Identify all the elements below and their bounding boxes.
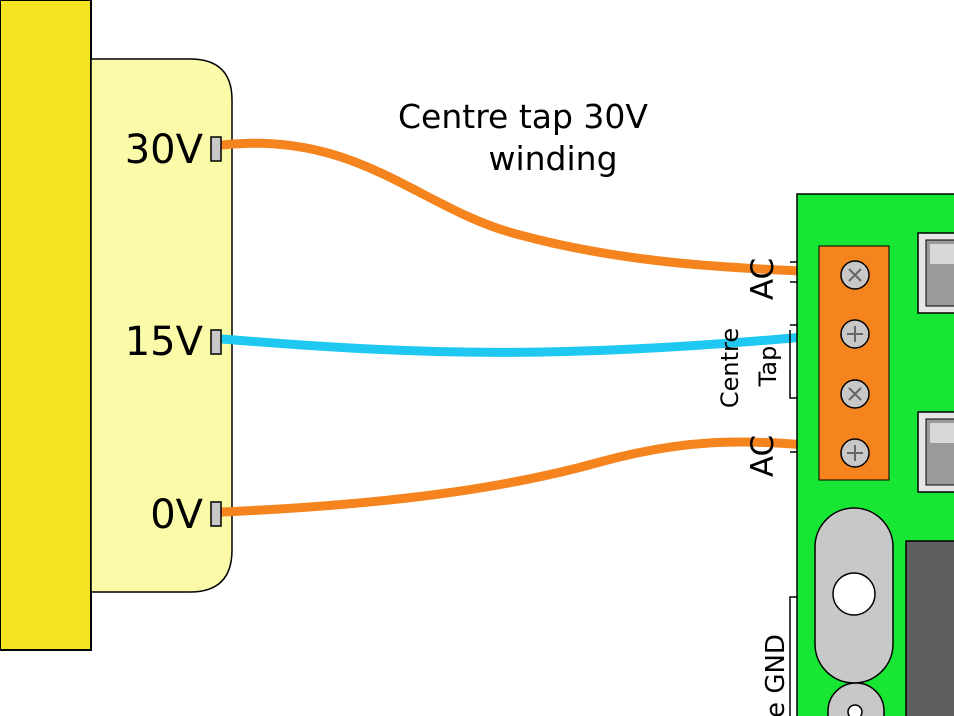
label-ac-top: AC [745,258,781,300]
capacitor-icon [917,411,954,493]
mounting-hole-icon [827,682,885,716]
diagram-title-line2: winding [488,139,617,178]
silkscreen-bracket-centre-tap [789,324,797,399]
tap-pin-30v [210,136,222,162]
wire-15v [217,330,831,357]
diagram-title-line1: Centre tap 30V [398,97,648,136]
tap-pin-15v [210,329,222,355]
screw-terminal-icon [840,260,870,290]
label-centre-tap-line1: Centre [716,328,744,408]
silkscreen-bracket-gnd [789,596,797,716]
transformer-bobbin [90,58,233,593]
tap-pin-0v [210,501,222,527]
silkscreen-bracket-ac-top [790,261,797,283]
label-gnd: e GND [761,634,791,716]
tap-label-15v: 15V [125,319,204,365]
mounting-hole-icon [814,507,894,684]
label-ac-bottom: AC [745,435,781,477]
transformer-core [0,0,92,651]
screw-terminal-icon [840,319,870,349]
dark-component [905,540,954,716]
screw-terminal-icon [840,438,870,468]
capacitor-icon [917,232,954,314]
wire-30v [217,138,831,277]
label-centre-tap-line2: Tap [754,346,782,388]
screw-terminal-icon [840,379,870,409]
tap-label-30v: 30V [125,127,204,173]
tap-label-0v: 0V [150,492,203,538]
wire-0v [217,437,831,517]
